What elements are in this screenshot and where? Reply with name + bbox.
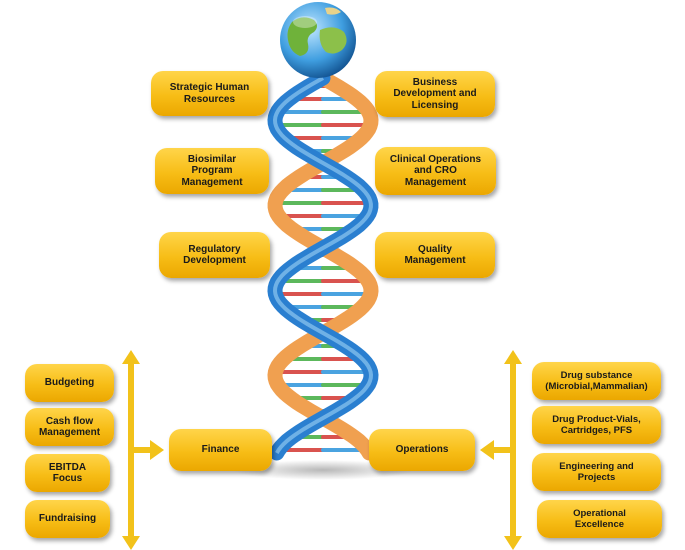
- finance-item-ebitda: EBITDA Focus: [25, 454, 110, 492]
- clinical-operations-cro-box: Clinical Operations and CRO Management: [375, 147, 496, 195]
- operations-box: Operations: [369, 429, 475, 471]
- quality-management-box: Quality Management: [375, 232, 495, 278]
- regulatory-development-box: Regulatory Development: [159, 232, 270, 278]
- operations-item-drug-product: Drug Product-Vials, Cartridges, PFS: [532, 406, 661, 444]
- operations-vertical-arrow: [504, 350, 522, 550]
- helix-shadow: [233, 460, 413, 480]
- finance-item-budgeting: Budgeting: [25, 364, 114, 402]
- finance-item-fundraising: Fundraising: [25, 500, 110, 538]
- operations-item-drug-substance: Drug substance (Microbial,Mammalian): [532, 362, 661, 400]
- finance-item-cash-flow: Cash flow Management: [25, 408, 114, 446]
- globe-icon: [280, 2, 356, 78]
- finance-horizontal-arrow: [134, 440, 164, 460]
- operations-item-operational-excellence: Operational Excellence: [537, 500, 662, 538]
- biosimilar-program-management-box: Biosimilar Program Management: [155, 148, 269, 194]
- helix-strand-highlight: [272, 76, 374, 455]
- operations-horizontal-arrow: [480, 440, 510, 460]
- business-development-licensing-box: Business Development and Licensing: [375, 71, 495, 117]
- helix-strand-orange: [267, 70, 379, 461]
- finance-box: Finance: [169, 429, 272, 471]
- operations-item-engineering: Engineering and Projects: [532, 453, 661, 491]
- strategic-human-resources-box: Strategic Human Resources: [151, 71, 268, 116]
- finance-vertical-arrow: [122, 350, 140, 550]
